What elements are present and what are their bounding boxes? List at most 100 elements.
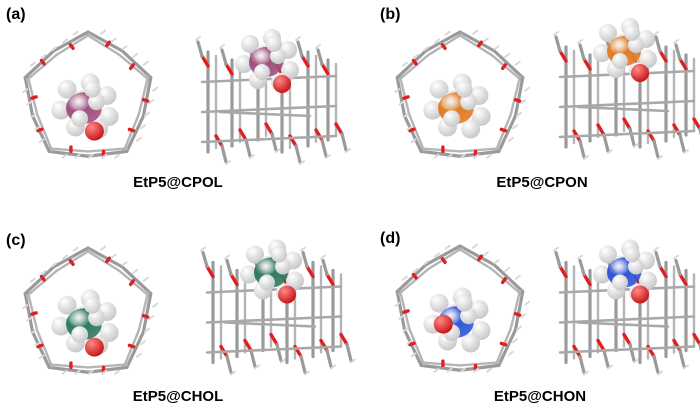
hydrogen-atom [639, 50, 657, 68]
bond [316, 48, 324, 66]
bond [402, 309, 410, 314]
bond [420, 147, 462, 153]
bond [492, 49, 525, 80]
h-bond [657, 155, 663, 160]
bond [125, 330, 145, 369]
hydrogen-atom [460, 307, 477, 325]
h-bond [26, 316, 33, 322]
hydrogen-atom [455, 80, 473, 98]
bond [497, 114, 517, 153]
bond [23, 49, 56, 80]
bond [205, 285, 343, 294]
h-bond [504, 52, 511, 58]
bond [397, 267, 430, 296]
oxygen-atom [631, 64, 649, 82]
bond [86, 147, 128, 153]
h-bond [144, 327, 151, 333]
h-bond [653, 31, 659, 36]
bond [301, 250, 309, 269]
bond [494, 327, 512, 366]
h-bond [486, 153, 493, 159]
h-bond [524, 300, 531, 306]
bond [628, 127, 636, 147]
bond [334, 122, 344, 136]
h-bond [114, 153, 121, 159]
hydrogen-atom [88, 93, 105, 111]
bond [249, 348, 257, 369]
hydrogen-atom [51, 100, 71, 120]
bond [500, 277, 507, 285]
bond [424, 244, 462, 267]
bond [398, 289, 411, 330]
bond [403, 114, 423, 153]
bond [39, 274, 46, 282]
bond [602, 133, 610, 153]
bond [48, 147, 90, 153]
h-bond [446, 367, 453, 373]
h-bond [482, 251, 489, 257]
h-bond [444, 30, 451, 36]
bond [86, 246, 124, 269]
h-bond [520, 313, 527, 319]
bond [137, 291, 150, 332]
h-bond [135, 352, 142, 358]
h-bond [577, 39, 583, 44]
h-bond [30, 113, 37, 119]
h-bond [514, 60, 521, 66]
h-bond [29, 277, 36, 283]
bond [296, 40, 304, 58]
h-bond [402, 327, 409, 333]
h-bond [583, 370, 589, 376]
bond [672, 123, 682, 137]
h-bond [633, 143, 639, 148]
bond [118, 269, 151, 298]
caption-a: EtP5@CPOL [133, 174, 223, 191]
top-view-molecule-d [394, 243, 531, 373]
guest-molecule [423, 287, 491, 353]
hydrogen-atom [57, 79, 77, 99]
bond [558, 49, 568, 63]
bond [622, 332, 632, 347]
hydrogen-atom [461, 119, 481, 139]
hydrogen-atom [639, 271, 657, 290]
caption-d: EtP5@CHON [493, 388, 587, 405]
bond [578, 139, 586, 159]
bond [105, 40, 112, 48]
bond [319, 338, 329, 353]
bond [36, 329, 54, 368]
side-view-molecule-a [195, 29, 351, 165]
h-bond [683, 149, 689, 154]
bond [582, 57, 592, 71]
bond [339, 332, 349, 347]
bond [509, 289, 522, 330]
side-view-molecule-b [553, 18, 700, 160]
h-bond [61, 369, 68, 375]
bond [674, 43, 682, 61]
bond [86, 363, 128, 369]
bond [120, 265, 153, 296]
bond [596, 338, 606, 353]
bond [411, 58, 418, 66]
bond [458, 147, 500, 153]
bond [205, 264, 215, 279]
h-bond [482, 37, 489, 43]
h-bond [142, 276, 149, 282]
h-bond [412, 267, 419, 273]
top-view-molecule-c [22, 245, 159, 375]
bond [264, 122, 274, 136]
bond [141, 292, 153, 334]
hydrogen-atom [83, 80, 101, 98]
h-bond [320, 254, 326, 260]
h-bond [511, 338, 518, 344]
guest-molecule [593, 18, 657, 82]
panel-letter-a: (a) [6, 6, 26, 23]
oxygen-atom [84, 337, 104, 357]
bond [672, 338, 682, 353]
bond [554, 250, 562, 269]
h-bond [507, 350, 514, 356]
bond [513, 290, 525, 332]
bond [578, 43, 586, 61]
h-bond [61, 38, 68, 44]
hydrogen-atom [599, 245, 617, 264]
hydrogen-atom [429, 79, 449, 99]
